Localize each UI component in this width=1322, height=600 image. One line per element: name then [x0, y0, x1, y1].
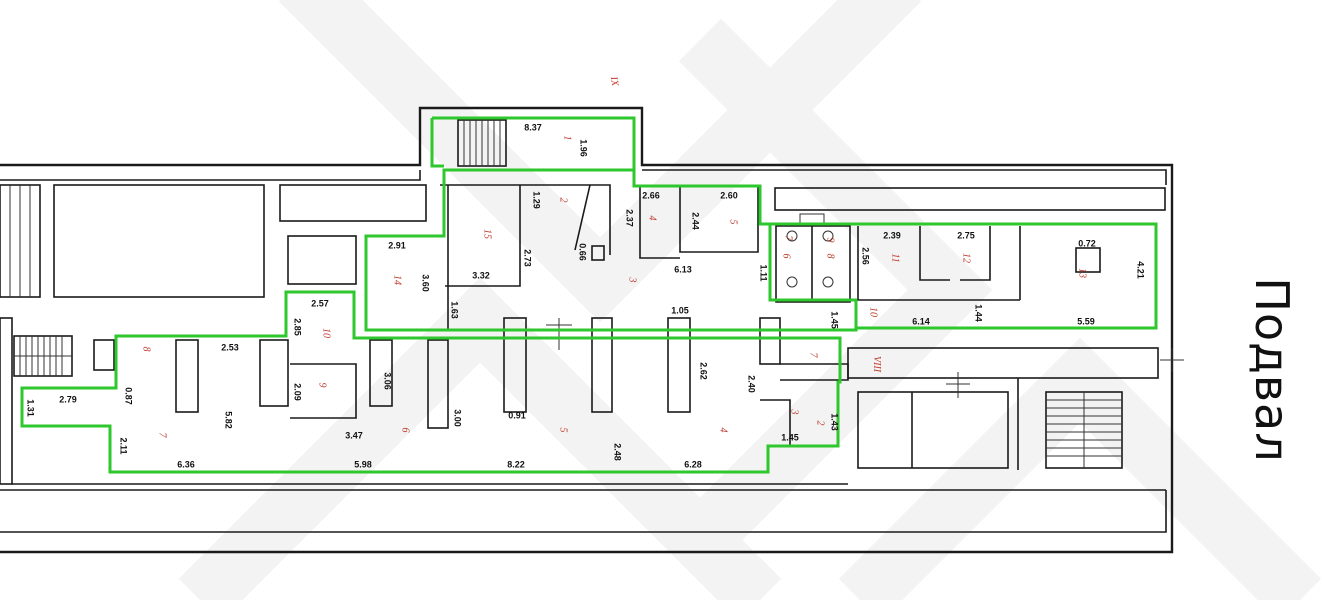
highlight-zone: [20, 116, 1158, 474]
dimension-label: 2.11: [119, 437, 129, 454]
dimension-label: 8.22: [507, 459, 525, 469]
dimension-label: 8.37: [524, 122, 542, 132]
room-number: 14: [392, 275, 403, 285]
room-number: 10: [868, 307, 879, 317]
watermark: [178, 0, 1322, 600]
room-number: 13: [1077, 268, 1088, 278]
dimension-label: 1.45: [830, 311, 840, 329]
dimension-label: 1.31: [26, 399, 36, 417]
dimension-label: 1.63: [450, 301, 460, 319]
dimension-label: 2.39: [883, 230, 901, 240]
dimension-label: 0.87: [124, 387, 134, 405]
dimension-label: 0.72: [1078, 238, 1096, 248]
room-number: 9: [825, 238, 836, 243]
dimension-label: 6.13: [674, 264, 692, 274]
dimension-label: 2.56: [861, 247, 871, 265]
dimension-label: 2.73: [523, 249, 533, 267]
stair-left: [13, 335, 73, 377]
room-number: 3: [627, 277, 638, 283]
dimension-label: 1.96: [579, 139, 589, 157]
room-number: 1: [562, 136, 573, 141]
dimension-label: 3.00: [453, 409, 463, 427]
dimension-label: 1.43: [830, 413, 840, 431]
dimension-label: 2.91: [388, 240, 406, 250]
room-number: 10: [321, 328, 332, 338]
floor-title: Подвал: [1232, 250, 1312, 490]
dimension-label: 2.60: [720, 190, 738, 200]
dimension-label: 1.29: [532, 191, 542, 209]
room-number: 5: [728, 220, 739, 225]
dimension-label: 3.60: [421, 274, 431, 292]
dimension-label: 3.32: [472, 270, 490, 280]
dimension-label: 2.75: [957, 230, 975, 240]
room-number: 11: [890, 253, 901, 262]
dimension-label: 6.28: [684, 459, 702, 469]
dimension-label: 3.06: [383, 372, 393, 390]
dimension-label: 2.66: [642, 190, 660, 200]
dimension-label: 2.48: [613, 443, 623, 461]
building-walls: [0, 106, 1184, 554]
dimension-label: 6.36: [177, 459, 195, 469]
room-number: 9: [317, 383, 328, 388]
room-number: 2: [558, 198, 569, 203]
room-number: 4: [647, 216, 658, 221]
room-number: 6: [400, 428, 411, 433]
dimension-label: 1.44: [974, 304, 984, 322]
dimension-label: 0.66: [578, 243, 588, 261]
room-number: 6: [781, 254, 792, 259]
room-number: 15: [482, 229, 493, 239]
dimension-label: 5.98: [354, 459, 372, 469]
room-number: 3: [789, 409, 800, 415]
dimension-label: 2.53: [221, 342, 239, 352]
dimension-label: 1.45: [781, 432, 799, 442]
stair-top: [457, 119, 507, 167]
room-number: 4: [718, 428, 729, 433]
dimension-label: 6.14: [912, 316, 930, 326]
dimension-label: 1.05: [671, 305, 689, 315]
room-number: 2: [815, 421, 826, 426]
dimension-label: 5.59: [1077, 316, 1095, 326]
dimension-label: 2.79: [59, 394, 77, 404]
dimension-labels: 8.37 1.96 1.29 2.73 0.66 3.32 2.91 3.60 1.63 2.66…: [26, 122, 1146, 469]
room-number: 12: [961, 253, 972, 263]
room-number: 7: [783, 236, 794, 242]
dimension-label: 2.85: [293, 318, 303, 336]
section-label-ix: IX: [608, 75, 621, 88]
floor-title-text: Подвал: [1245, 277, 1299, 463]
dimension-label: 2.09: [293, 383, 303, 401]
dimension-label: 2.40: [747, 375, 757, 393]
dimension-label: 0.91: [508, 410, 526, 420]
dimension-label: 3.47: [345, 430, 363, 440]
dimension-label: 4.21: [1136, 261, 1146, 279]
dimension-label: 1.11: [759, 264, 769, 281]
dimension-label: 2.62: [699, 362, 709, 380]
room-number: 7: [808, 353, 819, 359]
room-number: 8: [141, 347, 152, 352]
room-number: 8: [825, 254, 836, 259]
dimension-label: 2.57: [311, 298, 329, 308]
dimension-label: 2.44: [691, 212, 701, 230]
dimension-label: 2.37: [625, 209, 635, 227]
dimension-label: 5.82: [224, 411, 234, 429]
section-label-viii: VIII: [871, 356, 882, 373]
room-number: 5: [558, 428, 569, 433]
room-number: 7: [157, 433, 168, 439]
stair-right: [1045, 391, 1123, 469]
